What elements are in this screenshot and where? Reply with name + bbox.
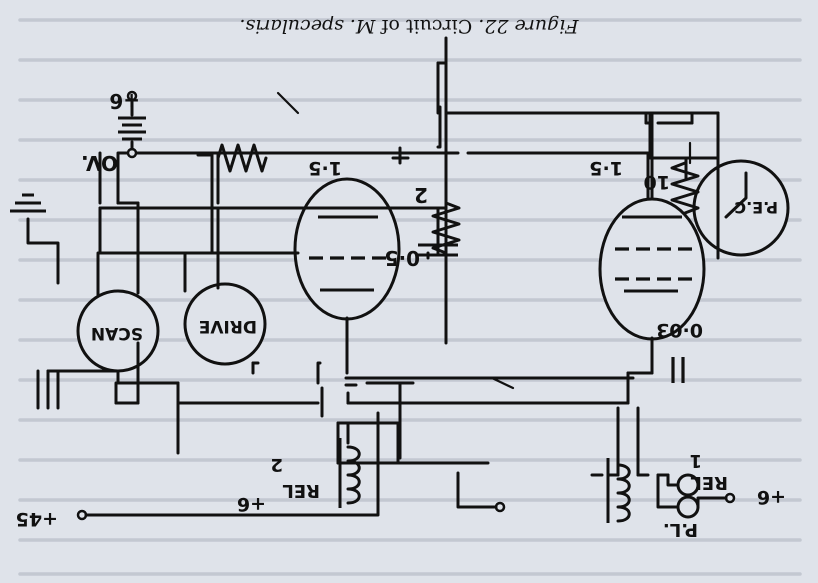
caption-figure-label: Figure 22. [478,15,579,37]
label-relay-1-num: 1 [689,450,702,471]
label-resistor-right-value: 1·5 [589,157,623,179]
earth-symbol [10,193,60,285]
valve-left [598,197,706,341]
label-pec: P.E.C [734,198,778,217]
label-relay-1-supply: +6 [756,486,786,508]
label-resistor-left: 1·5 [308,157,342,179]
label-resistor-middle: 2 [414,183,428,207]
resistor-left-symbol [216,143,268,173]
label-scan: SCAN [90,323,143,343]
figure-caption: Figure 22. Circuit of M. specularis. [0,15,818,37]
resistor-middle-symbol [431,201,461,255]
caption-text: Circuit of [381,15,473,37]
label-battery-0v: OV. [81,151,118,175]
label-drive: DRIVE [198,316,257,336]
label-relay-1-name: REL [690,472,728,493]
wiring [36,36,720,477]
drive-motor [183,282,267,366]
label-pilot-lamp: P.L. [662,519,698,540]
valve-right [293,177,401,321]
label-supply-45: +45 [15,508,58,530]
label-resistor-right: 10 [643,171,670,193]
label-relay-2-num: 2 [270,454,283,475]
caption-species: M. specularis. [239,15,376,37]
relay-2-coil [338,438,361,508]
battery-symbol [118,90,146,159]
label-relay-2-supply: +6 [236,493,266,515]
label-relay-2-name: REL [282,480,320,501]
label-capacitor-middle: 0·5 [384,246,420,270]
relay-1-coil [606,458,631,523]
resistor-right-symbol [670,161,700,215]
pec-switch-arm [724,171,748,219]
label-capacitor-right: 0·03 [656,319,703,341]
label-battery-plus6: +6 [109,89,140,113]
